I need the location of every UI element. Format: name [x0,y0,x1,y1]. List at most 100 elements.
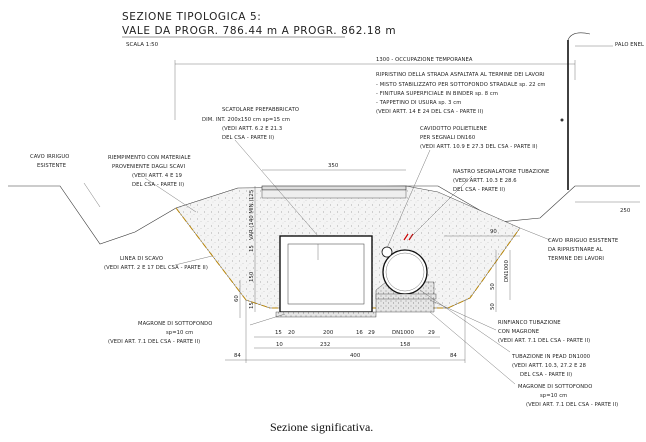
svg-text:158: 158 [400,342,411,348]
riempimento-leader [144,177,197,213]
drawing-title: SEZIONE TIPOLOGICA 5: [122,11,261,23]
svg-text:15: 15 [275,330,282,336]
svg-text:150: 150 [249,271,255,282]
linea-scavo-leader [174,255,213,266]
figure-caption: Sezione significativa. [270,420,373,434]
svg-text:ESISTENTE: ESISTENTE [37,163,66,169]
palo-enel-lamp-arm [567,32,591,41]
vertical-dimensions: 125 VAR.(140 MIN.) 150 15 15 60 50 50 DN… [234,186,511,318]
ripristino-label: RIPRISTINO DELLA STRADA ASFALTATA AL TER… [376,72,546,115]
riempimento-label: RIEMPIMENTO CON MATERIALE PROVENIENTE DA… [108,155,191,188]
svg-text:DEL CSA - PARTE II): DEL CSA - PARTE II) [520,372,572,378]
palo-enel-label: PALO ENEL [615,42,644,48]
svg-text:(VEDI ARTT. 2 E 17 DEL CSA - P: (VEDI ARTT. 2 E 17 DEL CSA - PARTE II) [104,265,208,271]
magrone-dx-label: MAGRONE DI SOTTOFONDO sp=10 cm (VEDI ART… [518,384,618,408]
magrone-sx-leader [249,313,286,326]
svg-text:400: 400 [350,353,361,359]
svg-text:10: 10 [276,342,283,348]
svg-text:CAVIDOTTO POLIETILENE: CAVIDOTTO POLIETILENE [420,126,487,132]
svg-text:90: 90 [490,229,497,235]
magrone-culvert [275,311,377,318]
drawing-subtitle: VALE DA PROGR. 786.44 m A PROGR. 862.18 … [122,25,396,37]
svg-text:29: 29 [368,330,375,336]
svg-text:(VEDI ART. 7.1 DEL CSA - PARTE: (VEDI ART. 7.1 DEL CSA - PARTE II) [108,339,200,345]
cavo-irriguo-dx-label: CAVO IRRIGUO ESISTENTE DA RIPRISTINARE A… [547,238,618,262]
tubazione-label: TUBAZIONE IN PEAD DN1000 (VEDI ARTT. 10.… [511,354,590,378]
svg-text:NASTRO SEGNALATORE TUBAZIONE: NASTRO SEGNALATORE TUBAZIONE [453,169,549,175]
box-culvert-interior [287,243,365,305]
svg-text:84: 84 [234,353,241,359]
horizontal-dimensions: 350 250 90 15 20 200 16 29 DN1000 29 10 … [225,163,640,363]
svg-text:CON MAGRONE: CON MAGRONE [498,329,539,335]
svg-text:(VEDI ARTT. 14 E 24 DEL CSA -: (VEDI ARTT. 14 E 24 DEL CSA - PARTE II) [376,109,483,115]
nastro-segnalatore [403,233,409,241]
svg-text:DIM. INT. 200x150 cm sp=15 cm: DIM. INT. 200x150 cm sp=15 cm [202,117,290,123]
svg-text:- FINITURA SUPERFICIALE IN: - FINITURA SUPERFICIALE IN BINDER sp. 8 … [376,91,498,97]
linea-scavo-label: LINEA DI SCAVO (VEDI ARTT. 2 E 17 DEL CS… [104,256,208,271]
svg-text:TERMINE DEI LAVORI: TERMINE DEI LAVORI [547,256,604,262]
svg-text:(VEDI ART. 7.1 DEL CSA - PARTE: (VEDI ART. 7.1 DEL CSA - PARTE II) [526,402,618,408]
svg-text:MAGRONE DI SOTTOFONDO: MAGRONE DI SOTTOFONDO [518,384,592,390]
magrone-dx-leader [429,311,516,385]
svg-text:CAVO IRRIGUO ESISTENTE: CAVO IRRIGUO ESISTENTE [548,238,618,244]
nastro-label: NASTRO SEGNALATORE TUBAZIONE (VEDI ARTT.… [453,169,549,193]
svg-text:(VEDI ARTT. 10.3 E 28.6: (VEDI ARTT. 10.3 E 28.6 [453,178,517,184]
svg-text:29: 29 [428,330,435,336]
svg-text:DEL CSA - PARTE II): DEL CSA - PARTE II) [453,187,505,193]
svg-text:(VEDI ARTT. 6.2 E 21.3: (VEDI ARTT. 6.2 E 21.3 [222,126,282,132]
svg-text:250: 250 [620,208,631,214]
svg-text:sp=10 cm: sp=10 cm [540,393,567,399]
scatolare-label: SCATOLARE PREFABBRICATO DIM. INT. 200x15… [202,107,299,141]
nastro-leader [409,175,473,239]
svg-text:sp=10 cm: sp=10 cm [166,330,193,336]
ground-profile-right [406,185,640,223]
svg-text:TUBAZIONE IN PEAD DN1000: TUBAZIONE IN PEAD DN1000 [511,354,590,360]
magrone-pipe [375,293,437,300]
svg-text:DN1000: DN1000 [504,260,510,282]
svg-text:CAVO IRRIGUO: CAVO IRRIGUO [30,154,69,160]
svg-text:(VEDI ARTT. 4 E 19: (VEDI ARTT. 4 E 19 [132,173,182,179]
cavo-irriguo-dx-leader [519,227,551,241]
svg-text:DEL CSA - PARTE II): DEL CSA - PARTE II) [132,182,184,188]
svg-text:15: 15 [249,302,255,309]
svg-text:(VEDI ART. 7.1 DEL CSA - PARTE: (VEDI ART. 7.1 DEL CSA - PARTE II) [498,338,590,344]
svg-text:(VEDI ARTT. 10.9 E 27.3 DEL CS: (VEDI ARTT. 10.9 E 27.3 DEL CSA - PARTE … [420,144,538,150]
svg-text:LINEA DI SCAVO: LINEA DI SCAVO [120,256,163,262]
svg-text:350: 350 [328,163,339,169]
svg-text:- MISTO STABILIZZATO PER S: - MISTO STABILIZZATO PER SOTTOFONDO STRA… [376,82,546,88]
occupazione-label: 1300 - OCCUPAZIONE TEMPORANEA [376,57,473,63]
svg-text:SCATOLARE PREFABBRICATO: SCATOLARE PREFABBRICATO [222,107,299,113]
svg-text:MAGRONE DI SOTTOFONDO: MAGRONE DI SOTTOFONDO [138,321,212,327]
pead-pipe-inner [385,252,425,292]
cavo-irriguo-leader [83,182,101,208]
svg-text:232: 232 [320,342,330,348]
excavation-line [175,207,521,309]
svg-text:RINFIANCO TUBAZIONE: RINFIANCO TUBAZIONE [498,320,561,326]
svg-text:(VEDI ARTT. 10.3, 27.2 E 28: (VEDI ARTT. 10.3, 27.2 E 28 [512,363,586,369]
svg-text:60: 60 [234,295,240,302]
cavidotto-leader [386,149,431,249]
svg-text:DA RIPRISTINARE AL: DA RIPRISTINARE AL [548,247,603,253]
svg-text:RIEMPIMENTO CON MATERIALE: RIEMPIMENTO CON MATERIALE [108,155,191,161]
drawing-scale: SCALA 1:50 [126,42,159,48]
cavo-irriguo-sx-label: CAVO IRRIGUO ESISTENTE [30,154,69,169]
svg-text:DEL CSA - PARTE II): DEL CSA - PARTE II) [222,135,274,141]
road-top-layer [261,185,407,191]
svg-text:- TAPPETINO DI USURA sp. 3: - TAPPETINO DI USURA sp. 3 cm [376,100,461,106]
svg-text:16: 16 [356,330,363,336]
scatolare-leader [234,139,319,237]
svg-text:125: 125 [249,190,255,200]
svg-text:84: 84 [450,353,457,359]
cavidotto-label: CAVIDOTTO POLIETILENE PER SEGNALI DN160 … [420,126,538,150]
svg-text:RIPRISTINO DELLA STRADA ASFALT: RIPRISTINO DELLA STRADA ASFALTATA AL TER… [376,72,545,78]
svg-text:50: 50 [490,303,496,310]
svg-text:50: 50 [490,283,496,290]
svg-text:200: 200 [323,330,334,336]
road-base-layer [261,189,407,199]
svg-text:PROVENIENTE DAGLI SCAVI: PROVENIENTE DAGLI SCAVI [112,164,186,170]
svg-text:15: 15 [249,245,255,252]
palo-enel-marker [560,118,564,122]
rinfianco-label: RINFIANCO TUBAZIONE CON MAGRONE (VEDI AR… [498,320,590,344]
svg-text:20: 20 [288,330,295,336]
